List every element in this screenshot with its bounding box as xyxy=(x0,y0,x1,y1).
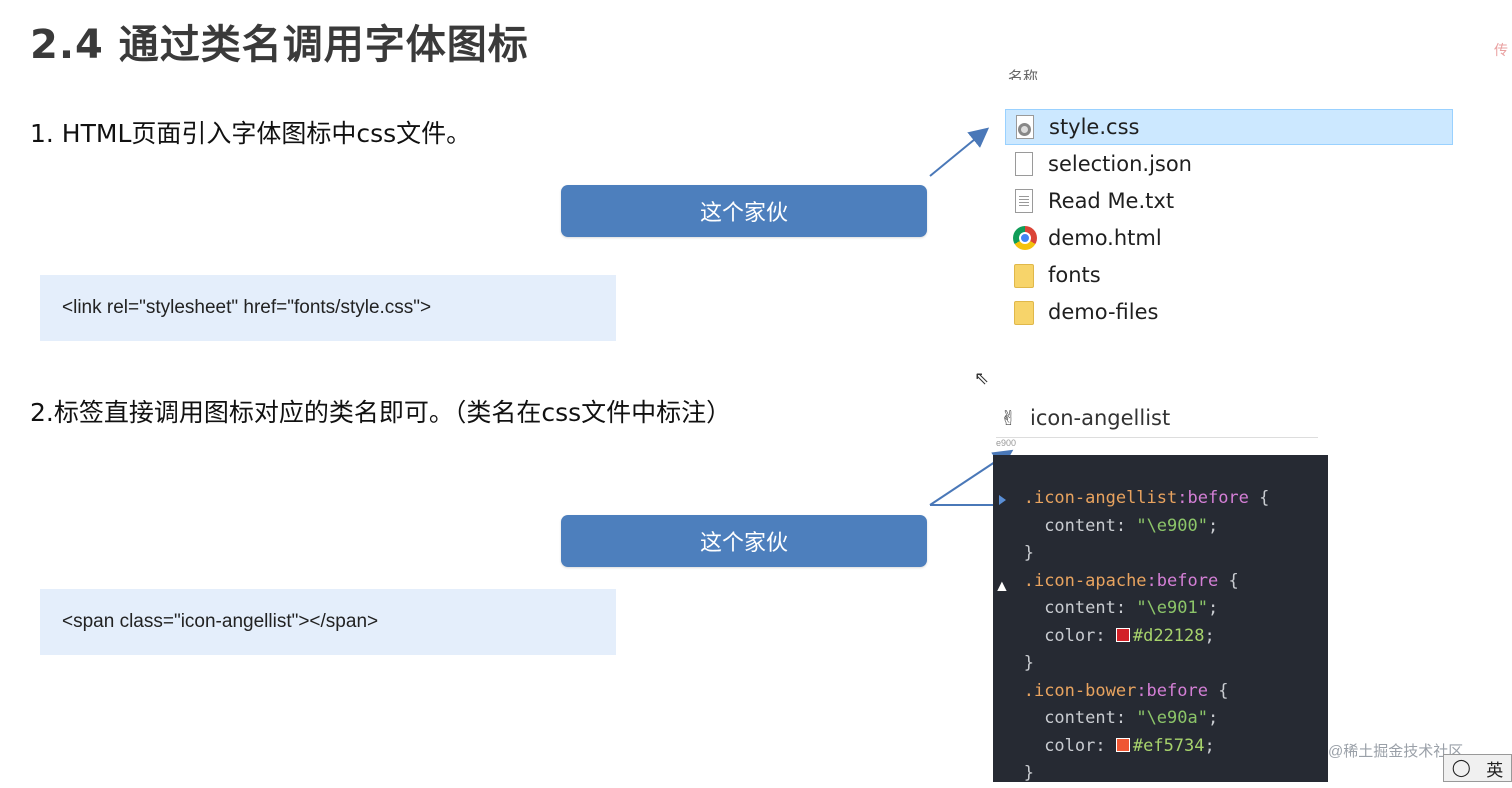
color-swatch-icon xyxy=(1115,737,1130,752)
folder-icon xyxy=(1012,299,1036,325)
icon-preview[interactable]: ✌ icon-angellist xyxy=(1000,406,1170,430)
code-line: .icon-angellist:before { xyxy=(993,485,1328,513)
file-row-selection-json[interactable]: selection.json xyxy=(1005,146,1453,182)
css-semicolon: ; xyxy=(1207,598,1219,618)
css-selector: .icon-apache xyxy=(1023,570,1147,591)
css-brace: } xyxy=(1023,543,1034,563)
code-line: } xyxy=(993,650,1328,678)
link-code-text: <link rel="stylesheet" href="fonts/style… xyxy=(62,297,432,318)
icon-preview-name: icon-angellist xyxy=(1030,406,1171,430)
span-code-box: <span class="icon-angellist"></span> xyxy=(40,589,616,655)
slide-title: 2.4 通过类名调用字体图标 xyxy=(30,22,529,68)
file-row-demo-html[interactable]: demo.html xyxy=(1005,220,1453,256)
css-pseudo: :before xyxy=(1136,680,1208,701)
explorer-name-column-header[interactable]: 名称 xyxy=(1008,69,1039,80)
link-code-box: <link rel="stylesheet" href="fonts/style… xyxy=(40,275,616,341)
css-brace: { xyxy=(1207,680,1229,701)
file-name: fonts xyxy=(1048,263,1101,287)
arrow-to-style-css xyxy=(929,127,990,177)
css-selector: .icon-angellist xyxy=(1023,488,1178,508)
file-row-demo-files-folder[interactable]: demo-files xyxy=(1005,294,1453,330)
step-2-text: 2.标签直接调用图标对应的类名即可。（类名在css文件中标注） xyxy=(30,398,732,427)
span-code-text: <span class="icon-angellist"></span> xyxy=(62,611,379,632)
code-line: content: "\e90a"; xyxy=(993,705,1328,733)
code-line: } xyxy=(993,540,1328,568)
code-line: color: #d22128; xyxy=(993,623,1328,651)
chrome-icon xyxy=(1012,225,1037,251)
code-line: .icon-bower:before { xyxy=(993,678,1328,706)
css-color-value: #ef5734 xyxy=(1132,735,1205,756)
file-name: demo-files xyxy=(1048,300,1159,324)
css-property: content xyxy=(1044,598,1116,618)
css-brace: } xyxy=(1023,653,1034,673)
ime-icon: ◯ xyxy=(1451,758,1471,778)
file-name: Read Me.txt xyxy=(1048,189,1175,213)
breakpoint-marker-icon xyxy=(999,495,1006,505)
css-colon: : xyxy=(1115,598,1137,618)
watermark: @稀土掘金技术社区 xyxy=(1328,743,1464,760)
code-line: .icon-apache:before { xyxy=(993,568,1328,596)
css-brace: { xyxy=(1218,570,1239,591)
guy-button-2[interactable]: 这个家伙 xyxy=(561,515,927,567)
css-semicolon: ; xyxy=(1207,515,1219,536)
css-semicolon: ; xyxy=(1207,708,1219,728)
css-brace: } xyxy=(1023,763,1034,783)
css-colon: : xyxy=(1115,515,1137,536)
code-line: color: #ef5734; xyxy=(993,733,1328,761)
css-colon: : xyxy=(1095,625,1116,646)
code-line: } xyxy=(993,760,1328,788)
file-row-style-css[interactable]: style.css xyxy=(1005,109,1453,145)
corner-mark: 传 xyxy=(1494,42,1508,58)
color-swatch-icon xyxy=(1115,627,1130,642)
file-name: selection.json xyxy=(1048,152,1192,176)
folder-icon xyxy=(1012,262,1036,288)
css-value: "\e900" xyxy=(1136,515,1208,536)
css-file-icon xyxy=(1013,114,1037,140)
css-colon: : xyxy=(1115,708,1137,728)
css-brace: { xyxy=(1248,488,1270,508)
code-line: content: "\e901"; xyxy=(993,595,1328,623)
ime-label: 英 xyxy=(1486,760,1504,781)
document-icon xyxy=(1012,151,1036,177)
css-pseudo: :before xyxy=(1146,570,1219,591)
css-value: "\e90a" xyxy=(1136,708,1208,728)
css-semicolon: ; xyxy=(1204,735,1215,756)
code-line: content: "\e900"; xyxy=(993,513,1328,541)
step-1-text: 1. HTML页面引入字体图标中css文件。 xyxy=(30,119,472,148)
file-name: demo.html xyxy=(1048,226,1162,250)
file-name: style.css xyxy=(1049,115,1140,139)
file-row-fonts-folder[interactable]: fonts xyxy=(1005,257,1453,293)
icon-code-hint: e900 xyxy=(996,437,1318,456)
file-row-readme-txt[interactable]: Read Me.txt xyxy=(1005,183,1453,219)
css-property: color xyxy=(1044,735,1096,756)
css-pseudo: :before xyxy=(1177,488,1249,508)
peace-hand-icon: ✌ xyxy=(1000,406,1017,430)
css-colon: : xyxy=(1095,735,1116,756)
css-semicolon: ; xyxy=(1204,625,1215,646)
css-property: content xyxy=(1044,515,1116,536)
css-value: "\e901" xyxy=(1136,598,1208,618)
css-property: color xyxy=(1044,625,1096,646)
text-file-icon xyxy=(1012,188,1036,214)
css-property: content xyxy=(1044,708,1116,728)
css-code-editor[interactable]: .icon-angellist:before { content: "\e900… xyxy=(993,455,1328,783)
css-selector: .icon-bower xyxy=(1023,680,1137,701)
ime-indicator[interactable]: ◯ 英 xyxy=(1443,754,1512,782)
css-color-value: #d22128 xyxy=(1132,625,1205,646)
mouse-cursor-icon: ▲ xyxy=(994,578,1010,595)
mouse-cursor-icon: ⇖ xyxy=(974,368,990,388)
guy-button-1[interactable]: 这个家伙 xyxy=(561,185,927,237)
